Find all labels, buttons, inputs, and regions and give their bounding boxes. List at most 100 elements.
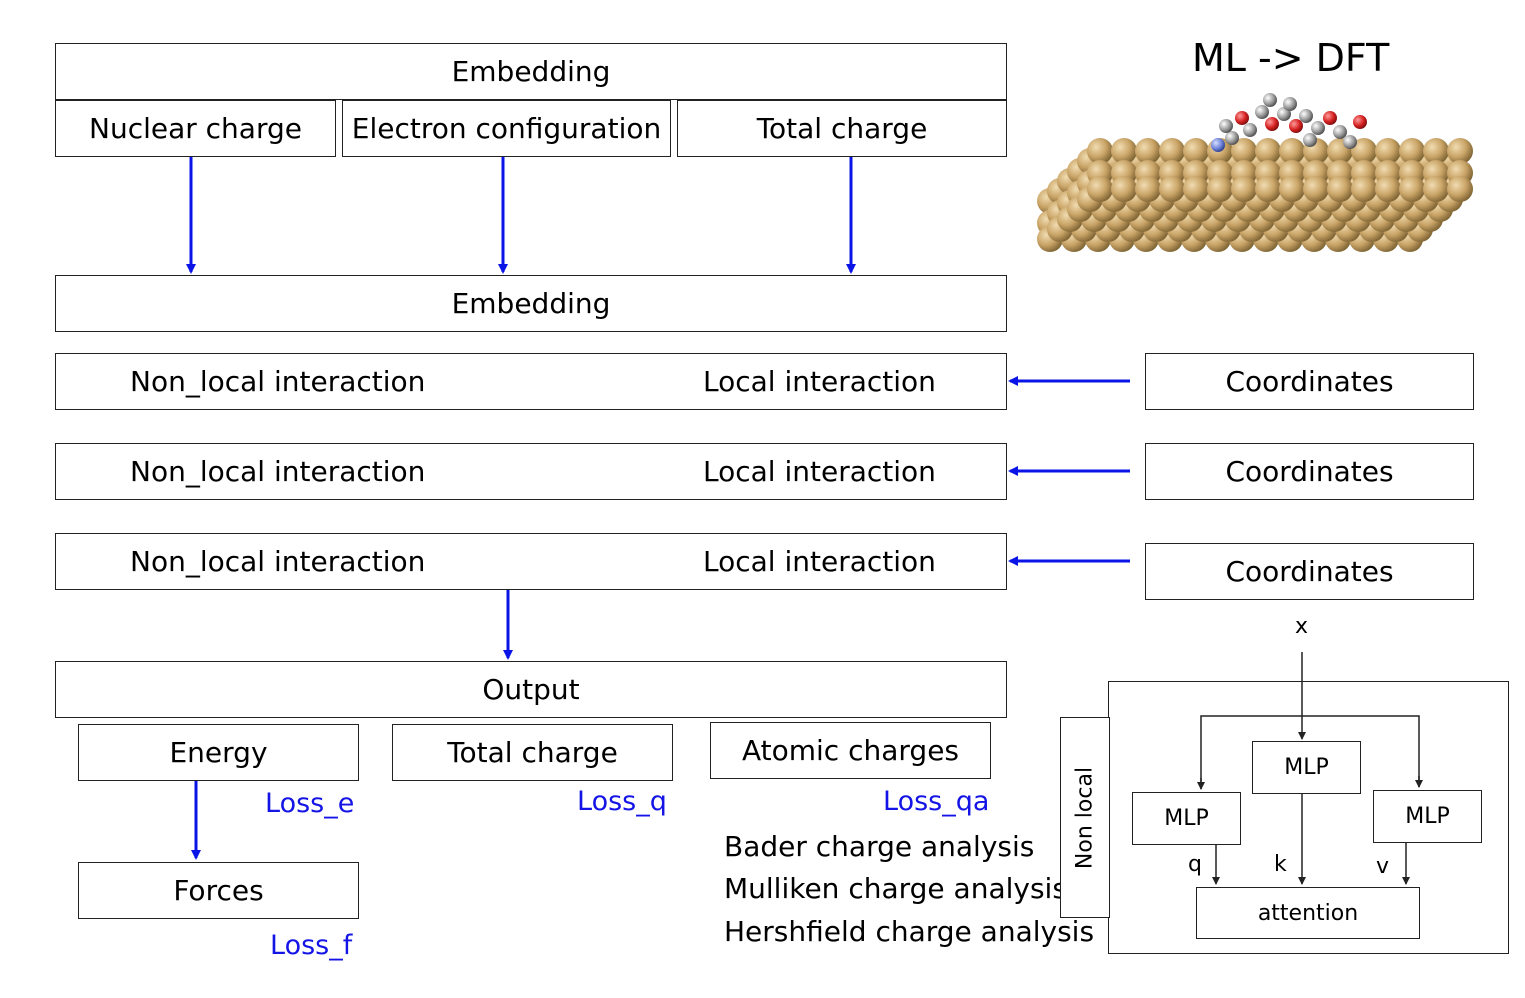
gold-atom — [1279, 138, 1305, 164]
gold-atom — [1279, 176, 1305, 202]
gold-atom — [1399, 138, 1425, 164]
nitrogen-atom — [1211, 138, 1225, 152]
carbon-atom — [1255, 105, 1269, 119]
attention-box: attention — [1196, 887, 1420, 939]
electron-configuration-box: Electron configuration — [342, 100, 671, 157]
oxygen-atom — [1265, 117, 1279, 131]
gold-atom — [1183, 176, 1209, 202]
gold-atom — [1327, 176, 1353, 202]
mlp-center-box: MLP — [1252, 741, 1361, 794]
nuclear-charge-box: Nuclear charge — [55, 100, 336, 157]
top-embedding-box: Embedding — [55, 43, 1007, 100]
gold-atom — [1447, 176, 1473, 202]
gold-atom — [1087, 138, 1113, 164]
output-label: Output — [482, 673, 580, 706]
output-box: Output — [55, 661, 1007, 718]
mlp-left-box: MLP — [1132, 792, 1241, 845]
oxygen-atom — [1323, 111, 1337, 125]
total-charge-output-label: Total charge — [447, 736, 618, 769]
carbon-atom — [1243, 123, 1257, 137]
q-label: q — [1188, 852, 1202, 877]
coordinates-box-3: Coordinates — [1145, 543, 1474, 600]
forces-box: Forces — [78, 862, 359, 919]
gold-atom — [1159, 176, 1185, 202]
gold-atom — [1207, 176, 1233, 202]
gold-atom — [1183, 138, 1209, 164]
gold-atom — [1423, 138, 1449, 164]
gold-atom — [1303, 176, 1329, 202]
gold-atom — [1375, 138, 1401, 164]
mlp-right-box: MLP — [1373, 790, 1482, 843]
embedding-box: Embedding — [55, 275, 1007, 332]
total-charge-input-box: Total charge — [677, 100, 1007, 157]
total-charge-input-label: Total charge — [756, 112, 928, 145]
loss-qa-label: Loss_qa — [883, 786, 990, 817]
molecule-illustration — [1211, 93, 1367, 152]
carbon-atom — [1263, 93, 1277, 107]
attention-input-label: x — [1295, 614, 1309, 639]
carbon-atom — [1225, 131, 1239, 145]
gold-atom — [1375, 176, 1401, 202]
nuclear-charge-label: Nuclear charge — [89, 112, 302, 145]
mlp-left-label: MLP — [1164, 806, 1209, 831]
interaction-layer-3: Non_local interaction Local interaction — [55, 533, 1007, 590]
coordinates-box-1: Coordinates — [1145, 353, 1474, 410]
loss-e-label: Loss_e — [265, 788, 355, 819]
gold-atom — [1111, 176, 1137, 202]
carbon-atom — [1299, 109, 1313, 123]
loss-q-label: Loss_q — [577, 786, 667, 817]
gold-atom — [1111, 138, 1137, 164]
gold-atom — [1135, 176, 1161, 202]
gold-atom — [1351, 176, 1377, 202]
gold-atom — [1255, 176, 1281, 202]
local-interaction-label: Local interaction — [703, 545, 936, 578]
forces-label: Forces — [173, 874, 264, 907]
page-title: ML -> DFT — [1192, 36, 1390, 80]
gold-atom — [1351, 138, 1377, 164]
atomic-charges-box: Atomic charges — [710, 722, 991, 779]
attention-label: attention — [1257, 900, 1359, 926]
gold-slab-illustration — [1037, 138, 1473, 252]
mlp-right-label: MLP — [1405, 804, 1450, 829]
interaction-layer-1: Non_local interaction Local interaction — [55, 353, 1007, 410]
coordinates-label: Coordinates — [1225, 555, 1394, 588]
coordinates-label: Coordinates — [1225, 455, 1394, 488]
oxygen-atom — [1235, 111, 1249, 125]
carbon-atom — [1311, 121, 1325, 135]
electron-configuration-label: Electron configuration — [351, 112, 662, 145]
gold-atom — [1231, 176, 1257, 202]
carbon-atom — [1219, 119, 1233, 133]
carbon-atom — [1333, 125, 1347, 139]
coordinates-box-2: Coordinates — [1145, 443, 1474, 500]
gold-atom — [1255, 138, 1281, 164]
gold-atom — [1447, 138, 1473, 164]
non-local-side-box: Non local — [1060, 717, 1110, 918]
local-interaction-label: Local interaction — [703, 455, 936, 488]
embedding-label: Embedding — [451, 287, 611, 320]
total-charge-output-box: Total charge — [392, 724, 673, 781]
loss-f-label: Loss_f — [270, 930, 353, 961]
gold-atom — [1159, 138, 1185, 164]
carbon-atom — [1283, 97, 1297, 111]
oxygen-atom — [1289, 119, 1303, 133]
charge-method-mulliken: Mulliken charge analysis — [724, 872, 1067, 905]
energy-box: Energy — [78, 724, 359, 781]
charge-method-hershfield: Hershfield charge analysis — [724, 915, 1095, 948]
coordinates-label: Coordinates — [1225, 365, 1394, 398]
charge-method-bader: Bader charge analysis — [724, 830, 1035, 863]
oxygen-atom — [1353, 115, 1367, 129]
gold-atom — [1423, 176, 1449, 202]
gold-atom — [1135, 138, 1161, 164]
interaction-layer-2: Non_local interaction Local interaction — [55, 443, 1007, 500]
non-local-interaction-label: Non_local interaction — [130, 545, 426, 578]
carbon-atom — [1303, 133, 1317, 147]
non-local-interaction-label: Non_local interaction — [130, 365, 426, 398]
gold-atom — [1231, 138, 1257, 164]
energy-label: Energy — [169, 736, 268, 769]
top-embedding-label: Embedding — [451, 55, 611, 88]
gold-atom — [1399, 176, 1425, 202]
gold-atom — [1087, 176, 1113, 202]
k-label: k — [1274, 852, 1287, 877]
carbon-atom — [1343, 135, 1357, 149]
